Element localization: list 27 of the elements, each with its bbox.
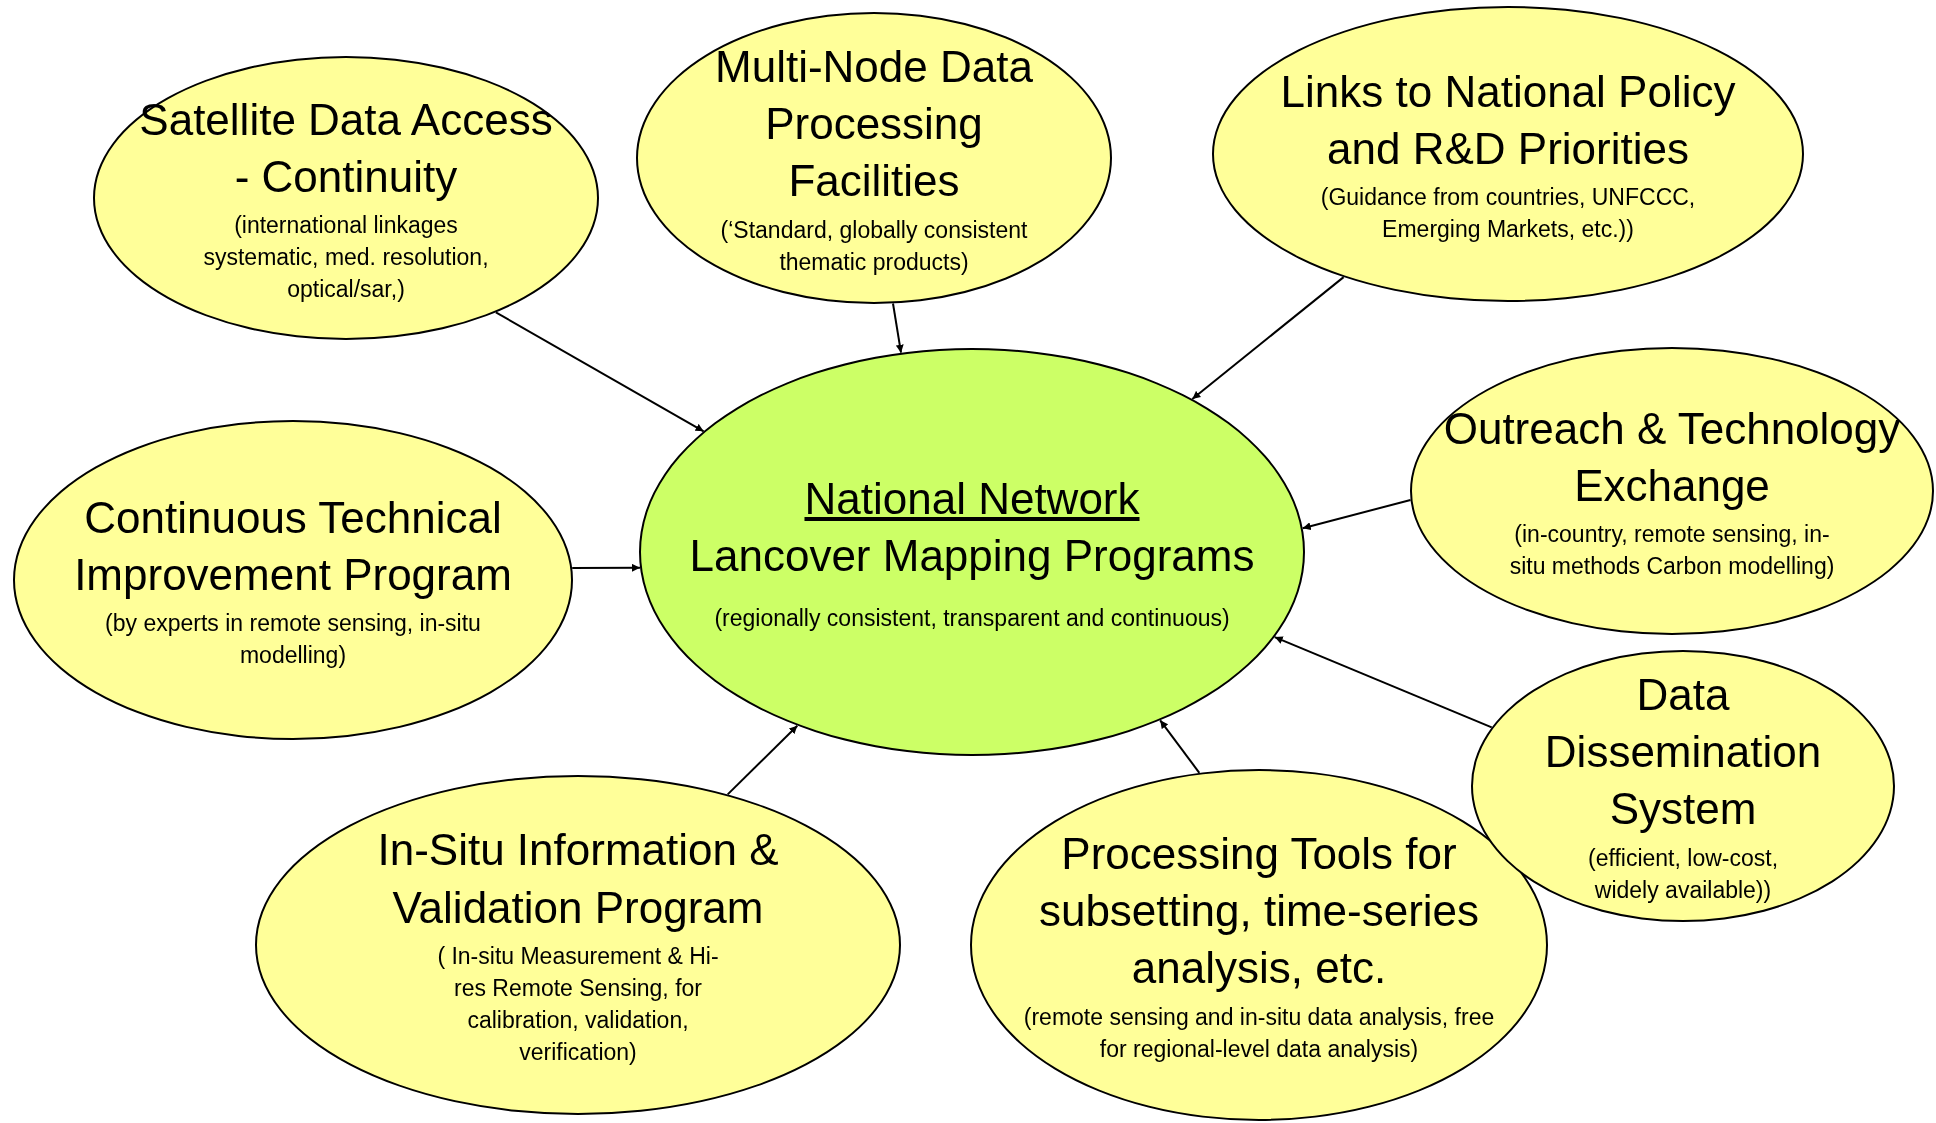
node-description: (Guidance from countries, UNFCCC, Emerging Markets, etc.)) — [1319, 183, 1697, 245]
arrow — [494, 311, 705, 433]
node-description: (in-country, remote sensing, in-situ methods Carbon modelling) — [1508, 520, 1836, 582]
arrow — [1273, 636, 1493, 729]
node-description: ( In-situ Measurement & Hi-res Remote Sensing, for calibration, validation, verification) — [436, 941, 720, 1068]
arrow — [726, 724, 799, 796]
node-title: Continuous Technical Improvement Program — [73, 491, 513, 601]
node-title: Links to National Policy and R&D Priorities — [1279, 65, 1737, 175]
node-description: (‘Standard, globally consistent thematic products) — [719, 215, 1029, 277]
node-description: (regionally consistent, transparent and continuous) — [713, 604, 1231, 634]
arrow — [892, 302, 904, 354]
node-title: Multi-Node Data Processing Facilities — [714, 41, 1034, 208]
node-description: (by experts in remote sensing, in-situ modelling) — [104, 609, 482, 671]
node-title: In-Situ Information & Validation Program — [376, 824, 780, 934]
node-description: (efficient, low-cost, widely available)) — [1587, 843, 1779, 905]
arrow — [1301, 499, 1412, 531]
node-description: (international linkages systematic, med. resolution, optical/sar,) — [202, 210, 490, 305]
node-title: National Network — [803, 472, 1141, 525]
arrow — [571, 563, 641, 572]
node-title: Processing Tools for subsetting, time-series analysis, etc. — [1037, 828, 1481, 995]
node-title: Outreach & Technology Exchange — [1442, 402, 1902, 512]
node-title: Lancover Mapping Programs — [688, 529, 1256, 582]
arrow — [1159, 719, 1201, 774]
node-description: (remote sensing and in-situ data analysis, free for regional-level data analysis) — [1022, 1002, 1496, 1064]
node-title: Satellite Data Access - Continuity — [138, 93, 554, 203]
node-title: Data Dissemination System — [1543, 669, 1823, 836]
arrow — [1191, 276, 1345, 400]
